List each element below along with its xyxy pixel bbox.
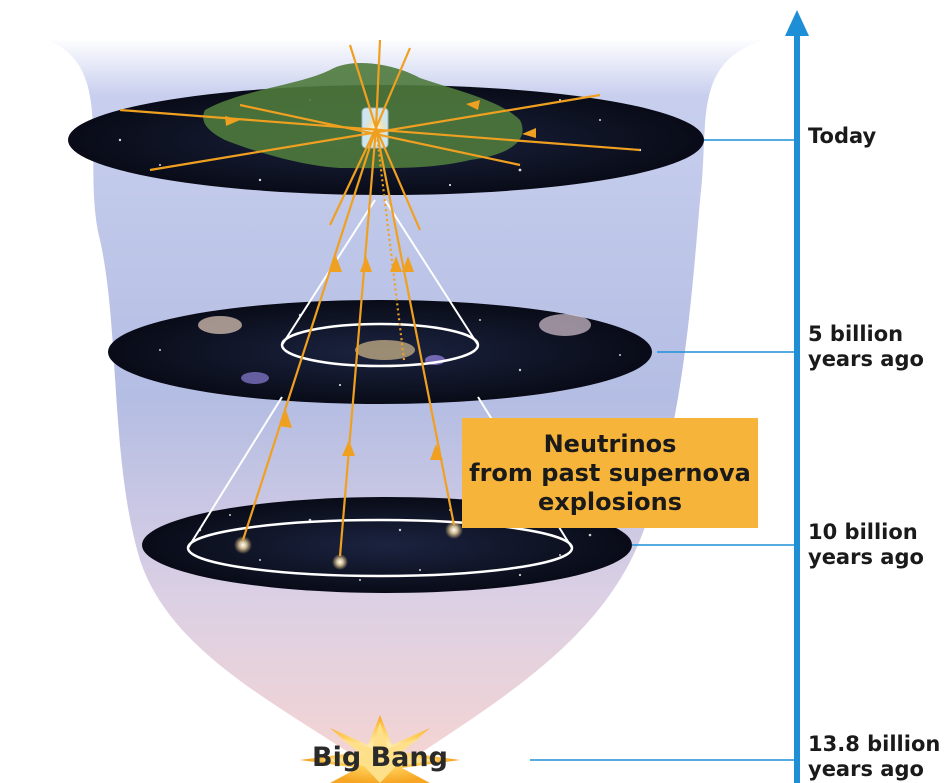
stars-10-billion <box>198 509 592 581</box>
big-bang-burst <box>300 715 460 783</box>
callout-line-2: from past supernova <box>469 458 751 487</box>
timeline-label-today: Today <box>808 124 877 148</box>
neutrino-arrowheads <box>225 100 536 460</box>
big-bang-label: Big Bang <box>312 742 448 773</box>
stars-5-billion <box>159 313 621 387</box>
timeline-arrowhead <box>785 10 809 36</box>
timeline-label-10-billion: 10 billion years ago <box>808 520 924 569</box>
supernova-source-3 <box>445 521 463 539</box>
supernova-source-1 <box>234 536 252 554</box>
galaxies-5-billion <box>198 314 591 384</box>
timeline-label-5-billion: 5 billion years ago <box>808 322 924 371</box>
timeline-label-13-8-billion: 13.8 billion years ago <box>808 732 941 781</box>
supernova-source-2 <box>332 554 348 570</box>
callout-line-1: Neutrinos <box>543 429 677 458</box>
callout-line-3: explosions <box>537 487 683 516</box>
neutrino-callout: Neutrinos from past supernova explosions <box>462 418 758 528</box>
